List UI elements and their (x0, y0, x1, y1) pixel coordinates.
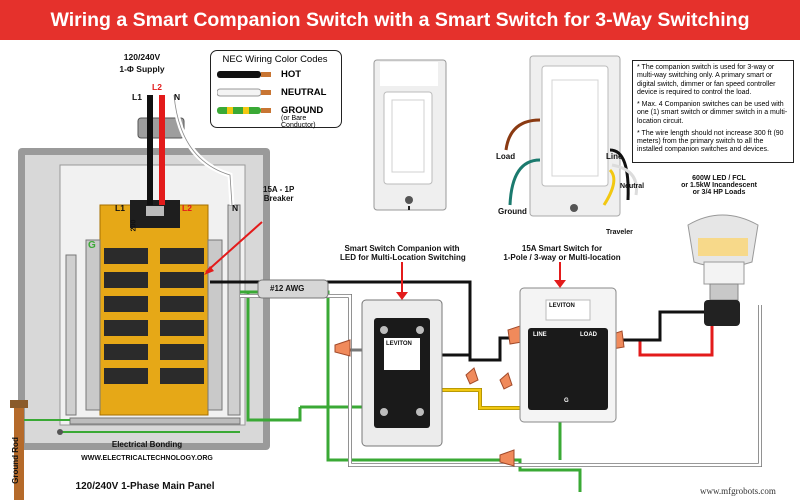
diagram-title: Wiring a Smart Companion Switch with a S… (50, 9, 750, 31)
awg-cable (257, 279, 329, 299)
supply-voltage: 120/240V (123, 52, 161, 62)
supply-n-label: N (174, 92, 181, 102)
awg-cable-label: #12 AWG (270, 284, 305, 293)
led-bulb (687, 214, 759, 326)
panel-l1-label: L1 (115, 203, 125, 213)
smart-switch-photo (504, 55, 638, 217)
wires (210, 280, 762, 492)
panel-g-label: G (88, 240, 96, 251)
smart-switch-brand: LEVITON (549, 303, 575, 309)
breaker-label: 15A - 1P Breaker (263, 185, 295, 203)
smart-switch-line-terminal: LINE (533, 332, 547, 338)
wiring-diagram (10, 55, 762, 500)
ground-rod-label: Ground Rod (10, 437, 20, 484)
note-3: * The wire length should not increase 30… (637, 129, 784, 154)
smart-switch-caption: 15A Smart Switch for 1-Pole / 3-way or M… (503, 244, 621, 262)
legend-wire-samples (217, 71, 271, 114)
note-1: * The companion switch is used for 3-way… (637, 64, 776, 96)
companion-caption: Smart Switch Companion with LED for Mult… (340, 244, 466, 262)
companion-switch-photo (373, 59, 447, 211)
watermark: www.mfgrobots.com (700, 486, 776, 496)
supply-l2-label: L2 (152, 82, 162, 92)
photo-neutral-label: Neutral (620, 183, 645, 190)
legend-ground-note: (or Bare Conductor) (281, 115, 316, 129)
companion-switch-device (361, 299, 443, 447)
title-bar (0, 0, 800, 40)
main-panel (18, 148, 270, 450)
photo-ground-label: Ground (498, 207, 527, 216)
note-2: * Max. 4 Companion switches can be used … (637, 101, 788, 125)
supply-phase: 1-Φ Supply (119, 64, 165, 74)
notes-box: * The companion switch is used for 3-way… (632, 60, 794, 163)
smart-switch-load-terminal: LOAD (580, 332, 597, 338)
website-label: WWW.ELECTRICALTECHNOLOGY.ORG (81, 455, 213, 462)
legend-title: NEC Wiring Color Codes (222, 54, 328, 65)
supply-l1-label: L1 (132, 92, 142, 102)
companion-brand: LEVITON (386, 341, 412, 347)
legend-hot: HOT (281, 69, 302, 80)
ground-rod (10, 400, 70, 500)
panel-n-label: N (232, 203, 239, 213)
breaker-pointer-arrow (205, 221, 263, 273)
photo-load-label: Load (496, 152, 516, 161)
photo-line-label: Line (606, 152, 623, 161)
legend-ground: GROUND (281, 105, 324, 116)
legend-neutral: NEUTRAL (281, 87, 327, 98)
smart-switch-ground-terminal: G (564, 398, 569, 404)
main-breaker-rating: 200 (130, 219, 138, 232)
bonding-label: Electrical Bonding (111, 440, 183, 449)
breakers (104, 248, 204, 384)
bulb-label: 600W LED / FCL or 1.5kW Incandescent or … (681, 175, 757, 196)
photo-traveler-label: Traveler (606, 229, 633, 236)
panel-l2-label: L2 (182, 203, 192, 213)
smart-switch-device (519, 287, 617, 423)
panel-caption: 120/240V 1-Phase Main Panel (75, 481, 215, 492)
supply-conductors (137, 94, 235, 206)
wire-nuts (334, 325, 625, 467)
wiring-color-legend: NEC Wiring Color Codes HOT NEUTRAL GROUN… (210, 50, 342, 129)
